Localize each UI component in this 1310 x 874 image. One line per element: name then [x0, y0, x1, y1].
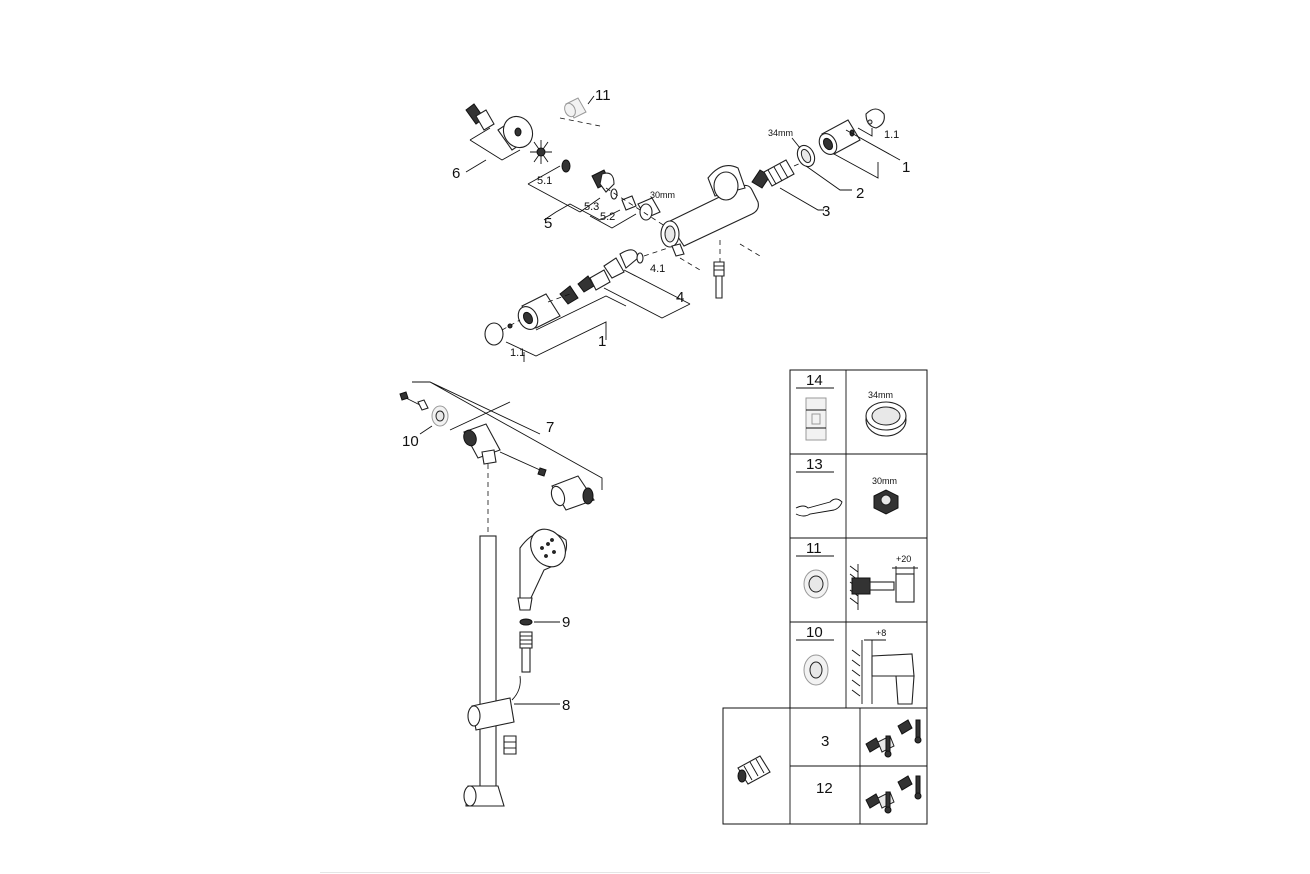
- slide-rail: [463, 464, 505, 807]
- part-1-sleeve-left: [517, 285, 579, 330]
- install-10-icon: [851, 639, 915, 705]
- callout-4: 4: [676, 289, 684, 306]
- hose-connector: [713, 240, 725, 299]
- callout-6: 6: [452, 165, 460, 182]
- callout-1.1: 1.1: [884, 129, 899, 141]
- cartridge-icon: [805, 397, 827, 441]
- table-13-size: 30mm: [872, 476, 897, 486]
- callout-5.1: 5.1: [537, 175, 552, 187]
- callout-10: 10: [402, 433, 419, 450]
- callout-5.3: 5.3: [584, 201, 599, 213]
- part-3-cartridge: [751, 159, 809, 189]
- callout-1: 1: [902, 159, 910, 176]
- callout-9: 9: [562, 614, 570, 631]
- part-11-cap: [564, 97, 587, 119]
- callout-5: 5: [544, 215, 552, 232]
- wall-bracket-assembly: [399, 381, 603, 511]
- callout-1-left: 1: [598, 333, 606, 350]
- part-1.1-cap-left: [484, 319, 521, 346]
- part-6-adapter: [465, 103, 534, 151]
- part-4-elbow-set: [577, 247, 669, 293]
- wrench-icon: [795, 498, 843, 517]
- callout-30mm: 30mm: [650, 190, 675, 200]
- bottom-rule: [320, 872, 990, 873]
- table-10-dim: +8: [876, 628, 886, 638]
- callout-1.1-left: 1.1: [510, 347, 525, 359]
- table-11-dim: +20: [896, 554, 911, 564]
- leaders-right: [779, 127, 901, 211]
- part-1.1-cap-right: [865, 108, 885, 129]
- hand-shower: [517, 528, 568, 611]
- ring-nut-34mm-icon: [865, 401, 907, 437]
- callout-5.2: 5.2: [600, 211, 615, 223]
- callout-4.1: 4.1: [650, 263, 665, 275]
- table-row-11: 11: [806, 540, 822, 557]
- callout-3: 3: [822, 203, 830, 220]
- thermometer-kit-3-icon: [865, 719, 922, 758]
- table-row-13: 13: [806, 456, 823, 473]
- part-2-nut: [796, 144, 816, 168]
- part-1-sleeve-right: [818, 119, 861, 155]
- hex-nut-30mm-icon: [873, 489, 899, 515]
- thermometer-kit-12-icon: [865, 775, 922, 814]
- table-14-size: 34mm: [868, 390, 893, 400]
- callout-11: 11: [595, 87, 611, 104]
- table-row-14: 14: [806, 372, 823, 389]
- leaders-left: [465, 95, 691, 362]
- callout-34mm: 34mm: [768, 128, 793, 138]
- part-5-elbow-set: [561, 159, 669, 229]
- thermostat-body: [660, 165, 761, 271]
- table-row-3: 3: [821, 733, 829, 750]
- install-11-icon: [849, 564, 918, 610]
- cartridge-3-12-icon: [737, 755, 771, 785]
- callout-7: 7: [546, 419, 554, 436]
- cap-11-icon: [803, 569, 829, 599]
- callout-8: 8: [562, 697, 570, 714]
- callout-2: 2: [856, 185, 864, 202]
- star-washer: [530, 140, 552, 164]
- cap-10-icon: [803, 654, 829, 686]
- table-row-10: 10: [806, 624, 823, 641]
- hose-and-slider: [467, 618, 560, 755]
- table-row-12: 12: [816, 780, 833, 797]
